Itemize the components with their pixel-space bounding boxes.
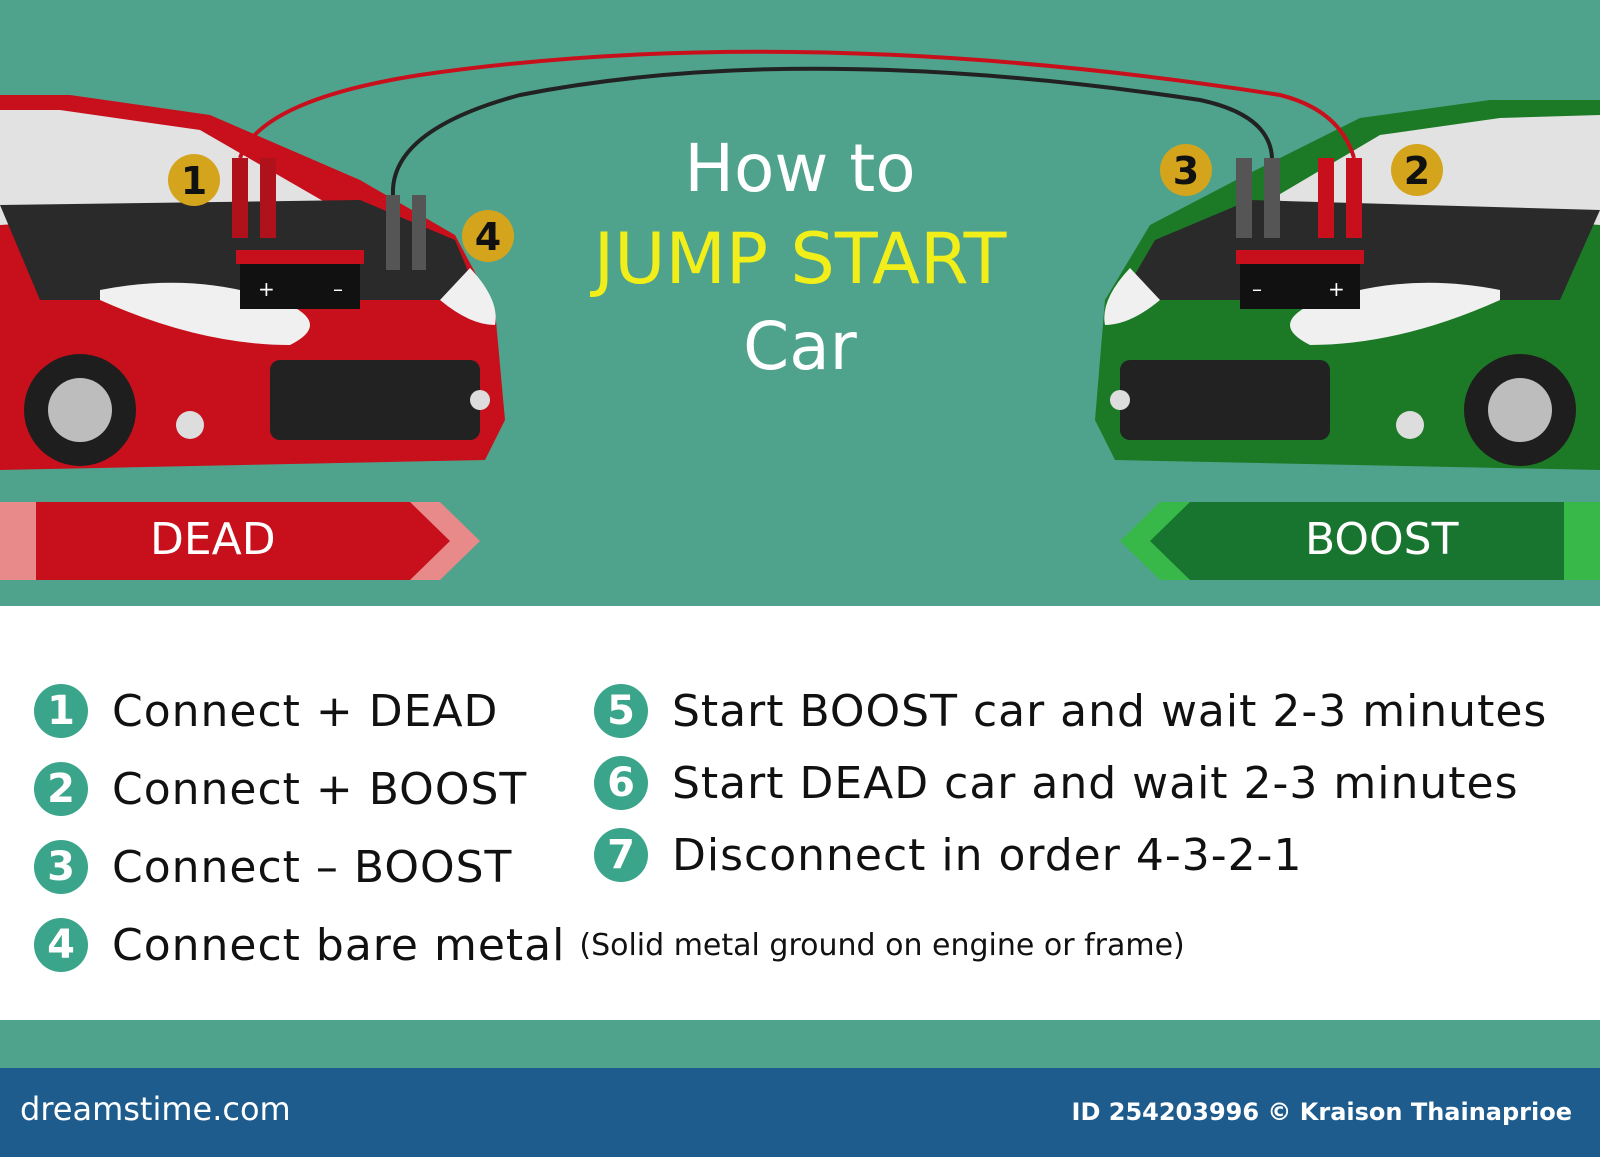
boost-battery-labels: – +: [1252, 277, 1345, 301]
step-1-text: Connect + DEAD: [112, 685, 499, 737]
dead-banner-shape: [0, 502, 480, 580]
step-6-text: Start DEAD car and wait 2-3 minutes: [672, 757, 1519, 809]
svg-text:4: 4: [475, 215, 501, 259]
title-line-2: JUMP START: [593, 218, 1007, 300]
black-cable: [390, 66, 1274, 196]
dead-banner-label: DEAD: [150, 514, 276, 565]
bottom-band: [0, 1020, 1600, 1068]
badge-4: 4: [462, 210, 514, 262]
boost-battery-minus-label: –: [1252, 277, 1262, 301]
step-2-text: Connect + BOOST: [112, 763, 528, 815]
step-4-number: 4: [34, 918, 88, 972]
step-5: 5 Start BOOST car and wait 2-3 minutes: [594, 684, 1547, 738]
red-cable: [238, 49, 1356, 159]
steps-list: 1 Connect + DEAD 2 Connect + BOOST 3 Con…: [0, 606, 1600, 1020]
boost-banner-shape: [1120, 502, 1600, 580]
svg-text:2: 2: [1404, 149, 1430, 193]
footer-bar: dreamstime.com ID 254203996 © Kraison Th…: [0, 1068, 1600, 1157]
image-credit: ID 254203996 © Kraison Thainaprioe: [1071, 1098, 1572, 1126]
svg-text:1: 1: [181, 159, 207, 203]
svg-text:3: 3: [1173, 149, 1199, 193]
illustration-area: + – – +: [0, 0, 1600, 606]
step-7: 7 Disconnect in order 4-3-2-1: [594, 828, 1302, 882]
title-line-3: Car: [743, 308, 857, 385]
step-7-text: Disconnect in order 4-3-2-1: [672, 829, 1303, 881]
boost-banner-label: BOOST: [1305, 514, 1459, 565]
badge-1: 1: [168, 154, 220, 206]
step-1: 1 Connect + DEAD: [34, 684, 498, 738]
step-2-number: 2: [34, 762, 88, 816]
step-5-text: Start BOOST car and wait 2-3 minutes: [672, 685, 1548, 737]
badge-3: 3: [1160, 144, 1212, 196]
step-4: 4 Connect bare metal (Solid metal ground…: [34, 918, 1185, 972]
step-3-text: Connect – BOOST: [112, 841, 513, 893]
dead-battery-labels: + –: [258, 277, 343, 301]
step-4-note: (Solid metal ground on engine or frame): [579, 927, 1185, 963]
dead-car: [0, 95, 505, 470]
title-line-1: How to: [684, 130, 916, 207]
badge-2: 2: [1391, 144, 1443, 196]
step-3-number: 3: [34, 840, 88, 894]
watermark-logo[interactable]: dreamstime.com: [20, 1090, 291, 1128]
step-4-text: Connect bare metal: [112, 919, 566, 971]
step-7-number: 7: [594, 828, 648, 882]
boost-clamps: [1236, 158, 1362, 238]
step-5-number: 5: [594, 684, 648, 738]
step-6-number: 6: [594, 756, 648, 810]
dead-clamps: [232, 158, 426, 270]
step-1-number: 1: [34, 684, 88, 738]
step-2: 2 Connect + BOOST: [34, 762, 527, 816]
boost-battery-plus-label: +: [1328, 277, 1345, 301]
battery-minus-label: –: [333, 277, 343, 301]
battery-plus-label: +: [258, 277, 275, 301]
scene-graphic: + – – +: [0, 49, 1600, 580]
step-3: 3 Connect – BOOST: [34, 840, 512, 894]
step-6: 6 Start DEAD car and wait 2-3 minutes: [594, 756, 1519, 810]
